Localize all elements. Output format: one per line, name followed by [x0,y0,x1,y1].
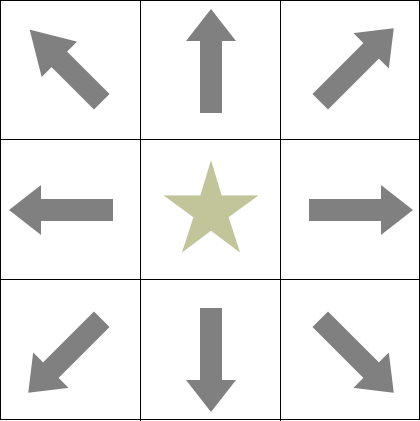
grid-divider [1,279,420,280]
arrow-up-left-icon [29,29,110,110]
down-left-button[interactable] [1,280,141,420]
up-left-button[interactable] [1,1,141,141]
grid-divider [280,1,281,421]
up-right-button[interactable] [281,1,420,141]
arrow-down-left-icon [28,311,110,393]
left-button[interactable] [1,140,141,280]
arrow-right-icon [309,185,413,235]
down-button[interactable] [141,280,281,420]
center-button[interactable] [141,140,281,280]
arrow-down-icon [186,308,236,412]
arrow-left-icon [9,185,113,235]
star-icon [163,160,259,253]
arrow-down-right-icon [312,311,394,393]
arrow-up-right-icon [312,28,394,110]
arrow-up-icon [186,9,236,113]
down-right-button[interactable] [281,280,420,420]
grid-divider [1,139,420,140]
up-button[interactable] [141,1,281,141]
right-button[interactable] [281,140,420,280]
grid-divider [140,1,141,421]
